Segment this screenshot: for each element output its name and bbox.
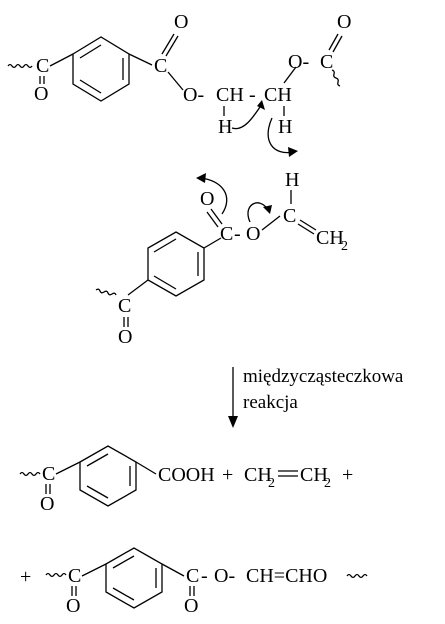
bond-c-ring: [49, 53, 74, 67]
benzene-ring-mid: [147, 231, 205, 297]
bond-dash-ch-ch: -: [249, 84, 256, 106]
bond-double-co-right: [328, 33, 339, 51]
bond-ring-c: [128, 53, 153, 66]
atom-oxygen-product-1: O: [40, 493, 54, 515]
subscript-ethene-right: 2: [324, 476, 331, 491]
pet-chain-fragment: C O C O O- CH - CH H H O- C O: [7, 11, 351, 157]
bond-c-o: [167, 71, 184, 91]
atom-oxygen-product-2: O: [66, 595, 80, 617]
atom-carbonyl-carbon: C: [36, 55, 49, 77]
group-ch2-ethene-right: CH: [300, 464, 328, 486]
products-row-2: + C O C O - O- CH=CHO: [20, 547, 368, 617]
atom-carbon-vinyl: C: [283, 205, 296, 227]
group-cooh: COOH: [158, 464, 215, 486]
atom-ester-oxygen-double: O: [174, 11, 188, 33]
plus-sign-2: +: [342, 464, 353, 486]
subscript-ethene-left: 2: [268, 476, 275, 491]
group-ch-right: CH: [264, 84, 292, 106]
wavy-chain-end-product-2: [45, 572, 67, 578]
bond-c-ring-mid: [203, 237, 222, 249]
atom-oxygen-low: O: [118, 326, 132, 348]
bond-double-co-up: [161, 33, 175, 55]
electron-arrow-h-ch: [231, 103, 263, 130]
bond-double-co-mid: [210, 208, 223, 225]
atom-h-vinyl: H: [285, 169, 299, 191]
atom-h-left: H: [218, 116, 232, 138]
atom-ester-oxygen: O-: [183, 84, 204, 106]
reaction-step: międzycząsteczkowa reakcja: [228, 366, 404, 428]
benzene-ring: [72, 36, 130, 102]
electron-arrow-h-down: [267, 117, 295, 154]
atom-h-right: H: [278, 116, 292, 138]
atom-carbon-product-1: C: [42, 463, 55, 485]
vinyl-ester-intermediate: O C - O C H CH 2 C O: [95, 169, 348, 348]
atom-ester-carbon: C: [154, 55, 167, 77]
products-row-1: C O COOH + CH 2 CH 2 +: [19, 445, 353, 515]
wavy-chain-end-product-3: [346, 573, 368, 579]
plus-sign-1: +: [222, 464, 233, 486]
bond-double-cc: [299, 219, 317, 231]
benzene-ring-product-2: [105, 547, 163, 609]
electron-arrow-o-c: [247, 202, 269, 223]
atom-oxygen-double-mid: O: [200, 188, 214, 210]
group-ch2: CH: [316, 227, 344, 249]
wavy-chain-end-mid: [95, 288, 117, 296]
atom-carbonyl-oxygen: O: [34, 83, 48, 105]
wavy-chain-end-right: [331, 69, 341, 87]
atom-carbon-product-2: C: [68, 565, 81, 587]
atom-oxygen-right: O-: [288, 51, 309, 73]
group-ch-eq-cho: CH=CHO: [246, 565, 327, 587]
bond-ring-c-low: [127, 279, 149, 296]
atom-oxygen-ester-product: O-: [214, 565, 235, 587]
subscript-2: 2: [341, 239, 348, 254]
bond-o-c-vinyl: [261, 215, 281, 231]
group-ch-left: CH: [216, 84, 244, 106]
wavy-chain-end-product-1: [19, 471, 41, 477]
wavy-chain-end-left: [7, 63, 33, 69]
atom-carbon-right: C: [320, 51, 333, 73]
atom-oxygen-product-2b: O: [184, 595, 198, 617]
atom-carbon-product-2b: C: [186, 565, 199, 587]
reaction-label-line1: międzycząsteczkowa: [243, 366, 404, 387]
plus-sign-3: +: [20, 566, 31, 588]
bond-ch-o: [283, 66, 297, 84]
bond-dash-c-o-mid: -: [234, 223, 241, 245]
benzene-ring-product-1: [79, 445, 137, 507]
atom-oxygen-mid: O: [246, 223, 260, 245]
reaction-label-line2: reakcja: [243, 392, 298, 413]
atom-carbon-mid: C: [220, 223, 233, 245]
atom-oxygen-top-right: O: [337, 11, 351, 33]
group-ch2-ethene-left: CH: [244, 464, 272, 486]
atom-carbon-low: C: [118, 295, 131, 317]
bond-dash-c-o-product: -: [201, 565, 208, 587]
